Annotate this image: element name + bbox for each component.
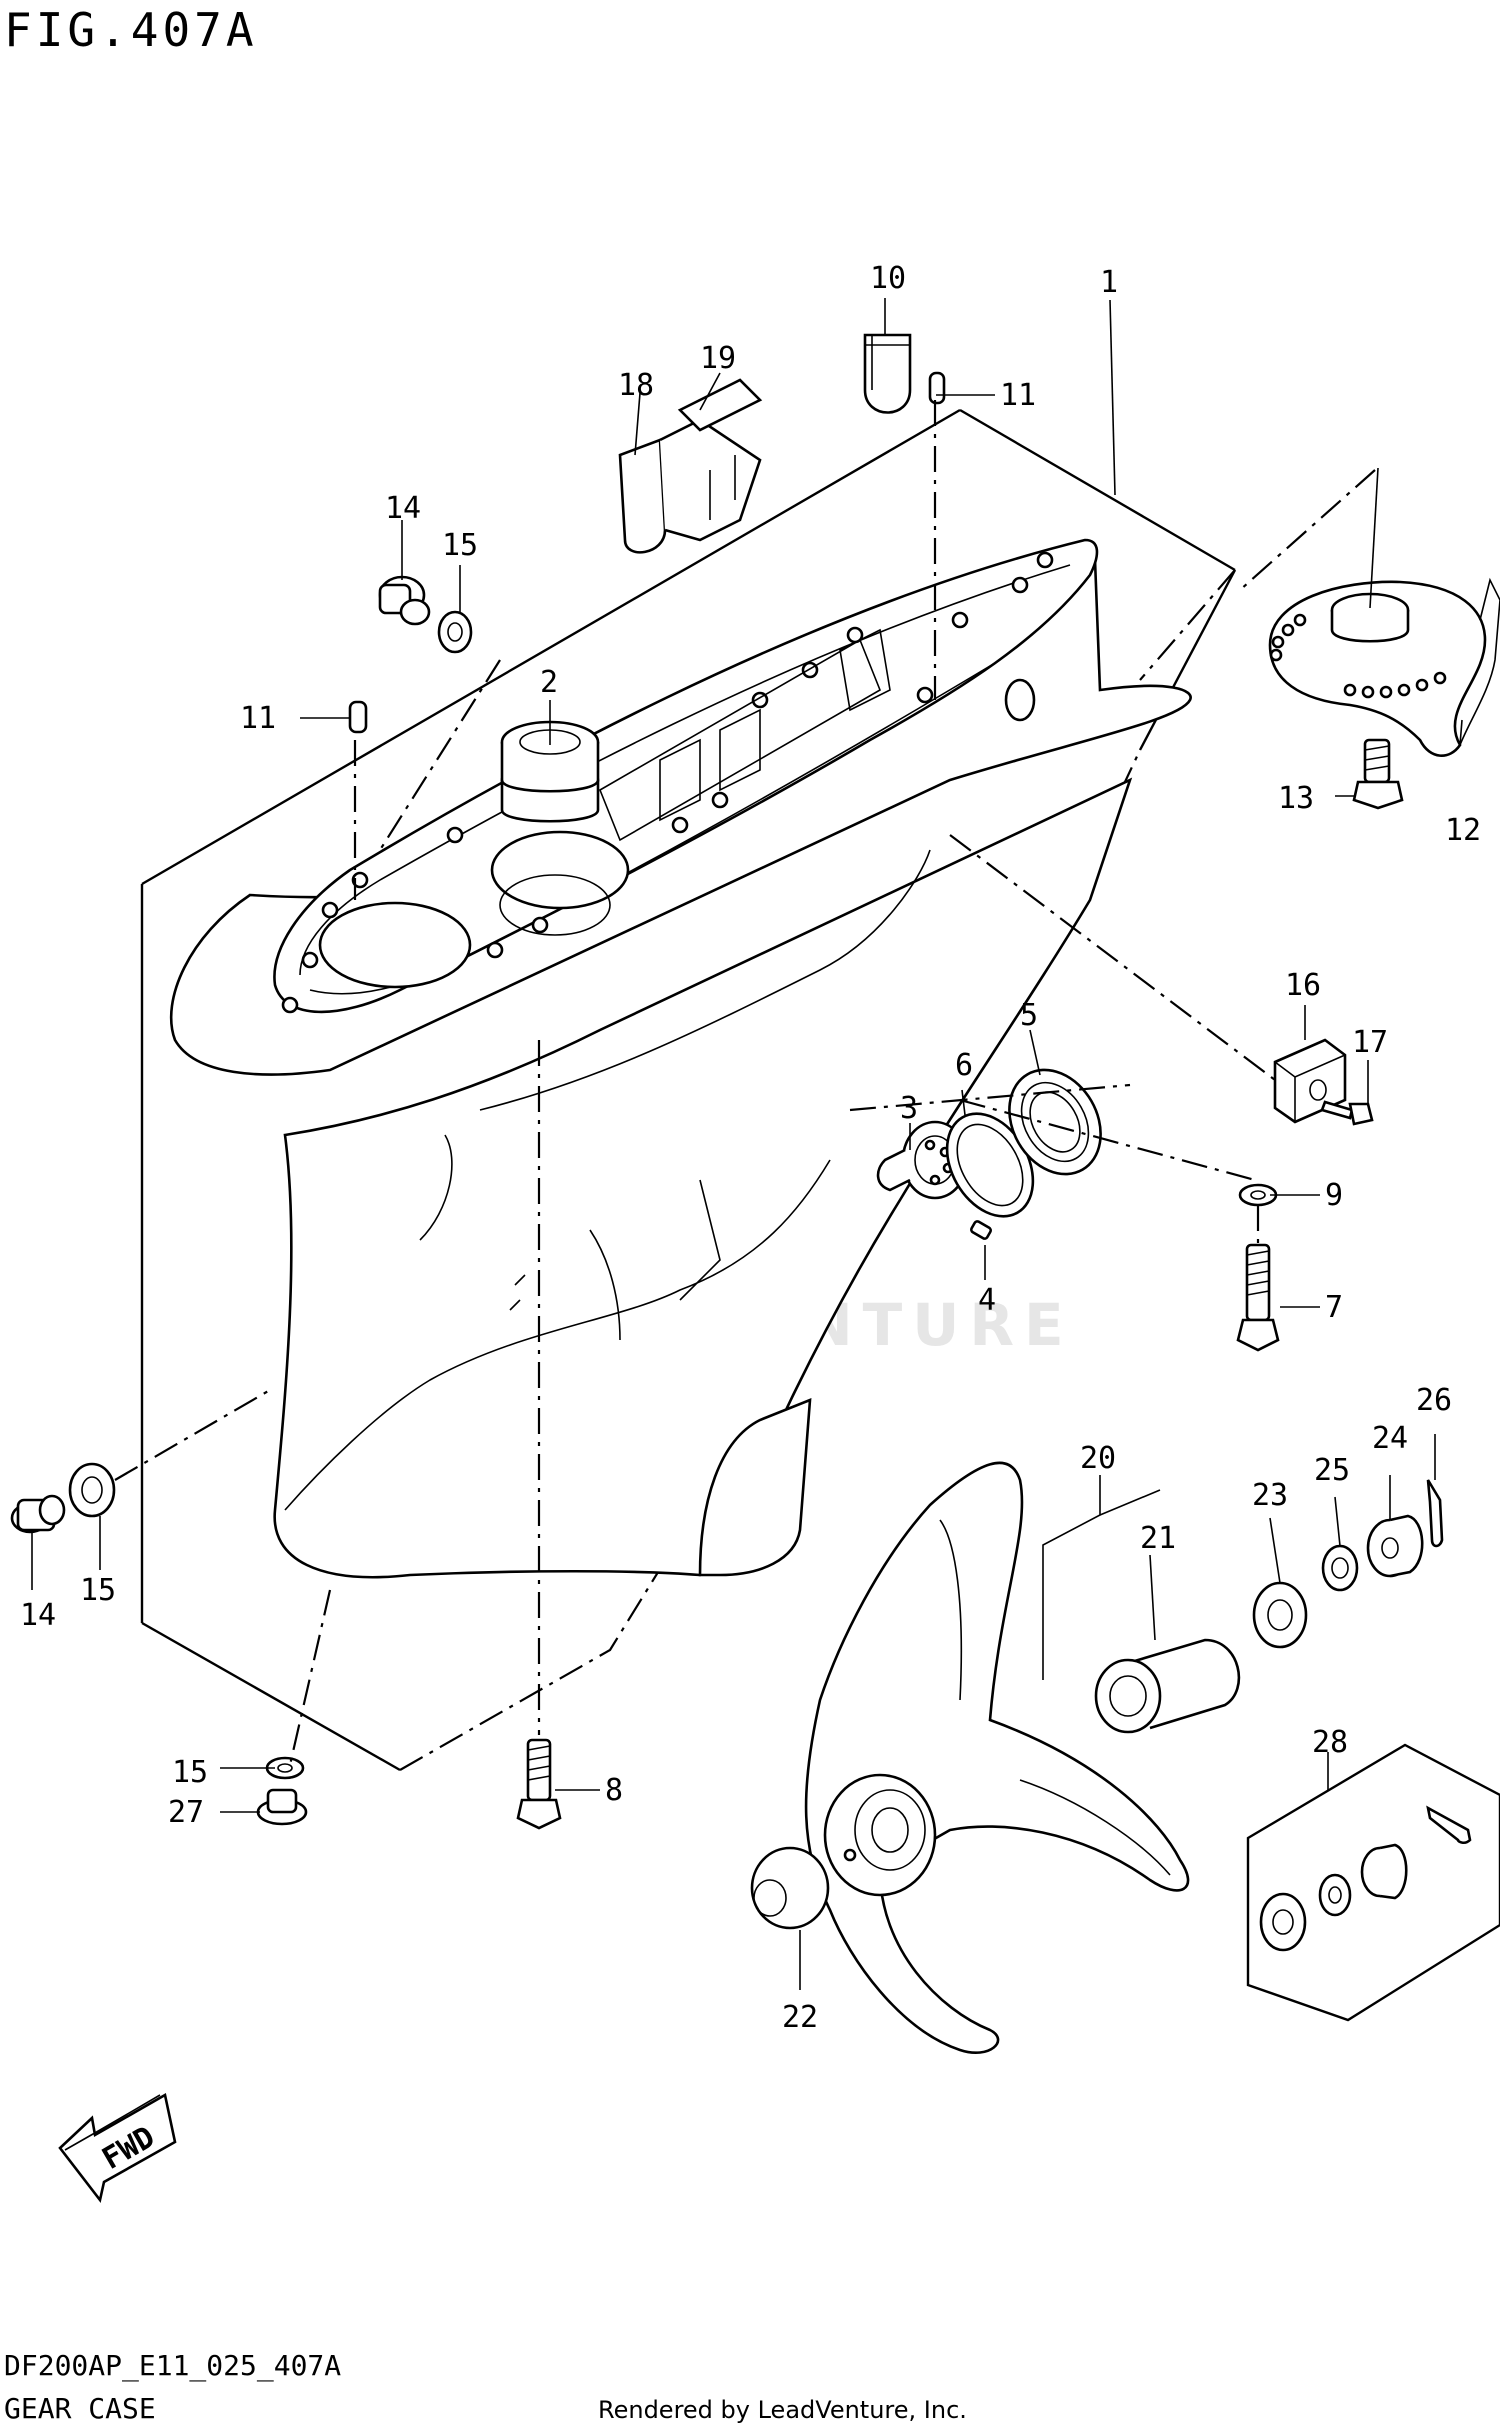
credit-text: Rendered by LeadVenture, Inc. [598, 2396, 967, 2424]
callout-15-bottom: 15 [172, 1755, 208, 1790]
deck-bolt-holes [281, 551, 1054, 1014]
part-13-bolt [1352, 738, 1404, 810]
part-14-plug-top [378, 575, 431, 626]
part-27-plug [256, 1788, 308, 1826]
callout-19: 19 [700, 341, 736, 376]
anode-holes [1269, 613, 1447, 699]
callout-9: 9 [1325, 1178, 1343, 1213]
callout-22: 22 [782, 2000, 818, 2035]
callout-10: 10 [870, 261, 906, 296]
part-7-bolt [1236, 1243, 1280, 1352]
callout-6: 6 [955, 1048, 973, 1083]
gear-case-housing [169, 538, 1192, 1579]
callout-8: 8 [605, 1773, 623, 1808]
callout-24: 24 [1372, 1421, 1408, 1456]
figure-title: FIG.407A [4, 3, 258, 57]
callout-20: 20 [1080, 1441, 1116, 1476]
callout-26: 26 [1416, 1383, 1452, 1418]
part-5-bearing [1008, 1068, 1102, 1176]
callout-2: 2 [540, 665, 558, 700]
callout-14-top: 14 [385, 491, 421, 526]
callout-12: 12 [1445, 813, 1481, 848]
callout-28: 28 [1312, 1725, 1348, 1760]
main-assembly-frame [140, 408, 1237, 1772]
part-28-kit [1246, 1743, 1500, 2022]
part-21-bushing [1094, 1638, 1241, 1734]
fwd-arrow-icon: FWD [58, 2092, 177, 2203]
callout-15-left: 15 [80, 1573, 116, 1608]
part-22-thrust-washer [750, 1846, 830, 1930]
part-24-nut [1366, 1514, 1424, 1578]
callout-1: 1 [1100, 265, 1118, 300]
callout-21: 21 [1140, 1521, 1176, 1556]
callout-25: 25 [1314, 1453, 1350, 1488]
part-20-propeller [804, 1461, 1190, 2055]
callout-11-left: 11 [240, 701, 276, 736]
callout-labels: 1 2 3 4 5 6 7 8 9 10 11 11 12 13 14 14 1… [20, 261, 1481, 2035]
callout-4: 4 [978, 1283, 996, 1318]
part-14-plug-left [10, 1494, 66, 1534]
part-26-cotter-pin [1426, 1479, 1444, 1548]
callout-17: 17 [1352, 1025, 1388, 1060]
part-18-19-bracket [618, 378, 763, 554]
callout-3: 3 [900, 1091, 918, 1126]
callout-23: 23 [1252, 1478, 1288, 1513]
callout-13: 13 [1278, 781, 1314, 816]
callout-7: 7 [1325, 1290, 1343, 1325]
part-12-trim-anode [1268, 577, 1500, 757]
part-11-dowel-pin-left [348, 700, 368, 734]
section-name: GEAR CASE [4, 2392, 156, 2425]
callout-16: 16 [1285, 968, 1321, 1003]
callout-15-top: 15 [442, 528, 478, 563]
part-11-dowel-pin-upper [928, 371, 946, 405]
callout-27: 27 [168, 1795, 204, 1830]
part-15-washer-top [437, 610, 473, 654]
part-4-key [970, 1220, 992, 1240]
part-15-washer-left [68, 1462, 116, 1518]
callout-18: 18 [618, 368, 654, 403]
callout-14-left: 14 [20, 1598, 56, 1633]
model-code: DF200AP_E11_025_407A [4, 2349, 341, 2383]
leader-lines [31, 298, 1463, 1990]
part-23-spacer [1252, 1581, 1308, 1649]
part-10-cap [863, 333, 912, 414]
part-25-washer [1321, 1544, 1359, 1592]
part-8-bolt [516, 1738, 562, 1830]
callout-11-upper: 11 [1000, 378, 1036, 413]
part-2-bushing [500, 720, 600, 823]
callout-5: 5 [1020, 998, 1038, 1033]
part-17-screw [1320, 1100, 1374, 1126]
